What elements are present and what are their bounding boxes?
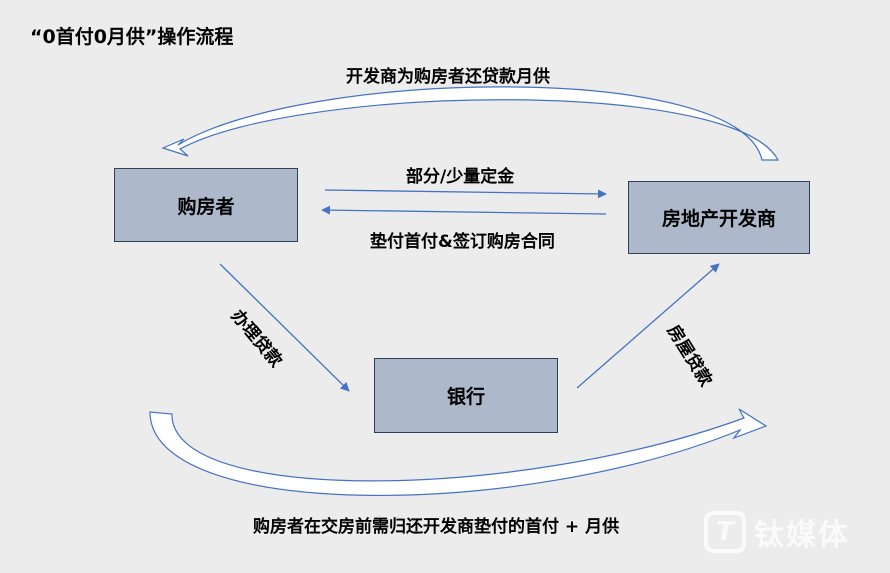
node-buyer: 购房者 xyxy=(114,168,298,242)
arrow-dev-to-buyer xyxy=(321,205,607,215)
curved-arrow-buyer-to-dev xyxy=(149,408,768,496)
curved-arrow-dev-to-buyer xyxy=(161,86,779,161)
node-bank-label: 银行 xyxy=(446,386,485,408)
edge-label-dev-repays: 开发商为购房者还贷款月供 xyxy=(346,67,550,87)
arrow-bank-to-dev xyxy=(576,263,720,389)
arrow-buyer-to-bank xyxy=(219,263,350,392)
watermark-logo-icon: T xyxy=(704,511,746,553)
arrow-buyer-to-dev xyxy=(324,189,607,199)
node-bank: 银行 xyxy=(374,358,558,433)
node-developer: 房地产开发商 xyxy=(628,181,810,254)
node-developer-label: 房地产开发商 xyxy=(661,208,776,230)
edge-label-buyer-returns: 购房者在交房前需归还开发商垫付的首付 + 月供 xyxy=(253,517,620,537)
diagram-title: “0首付0月供”操作流程 xyxy=(30,26,234,48)
watermark-text: 钛媒体 xyxy=(754,518,850,553)
node-buyer-label: 购房者 xyxy=(177,195,235,218)
edge-label-advance-payment: 垫付首付&签订购房合同 xyxy=(370,232,555,252)
edge-label-deposit: 部分/少量定金 xyxy=(406,167,515,187)
watermark: T 钛媒体 xyxy=(704,510,850,554)
